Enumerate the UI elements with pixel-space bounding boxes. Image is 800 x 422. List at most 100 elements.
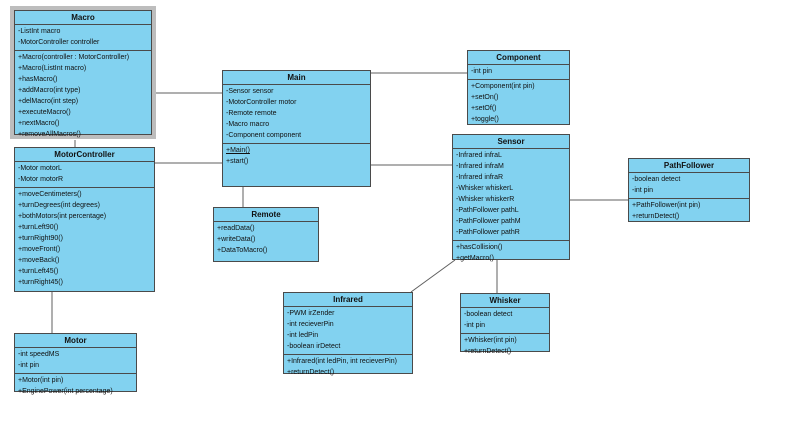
class-member: -int recieverPin [287, 321, 334, 328]
class-member: -int pin [632, 187, 654, 194]
class-member: +hasMacro() [18, 76, 58, 83]
class-member: +nextMacro() [18, 120, 60, 127]
class-methods: +PathFollower(int pin) +returnDetect() [629, 198, 749, 224]
class-methods: +Main() +start() [223, 143, 370, 169]
class-macro[interactable]: Macro -ListInt macro-MotorController con… [14, 10, 152, 138]
class-member: +getMacro() [456, 255, 494, 262]
class-methods: +moveCentimeters() +turnDegrees(int degre… [15, 187, 154, 290]
class-member: +EnginePower(int percentage) [18, 388, 113, 395]
class-member: -Whisker whiskerR [456, 196, 515, 203]
class-member: +moveCentimeters() [18, 191, 82, 198]
connector-sensor-infrared[interactable] [410, 259, 456, 293]
class-member: +turnDegrees(int degrees) [18, 202, 100, 209]
class-member: +PathFollower(int pin) [632, 202, 701, 209]
class-member: +DataToMacro() [217, 247, 268, 254]
class-title: Component [496, 53, 541, 62]
class-remote[interactable]: Remote +readData() +writeData() +DataToMac… [213, 207, 319, 262]
class-attributes: -boolean detect -int pin [461, 307, 549, 333]
class-member: -int ledPin [287, 332, 319, 339]
class-member: -Infrared infraL [456, 152, 502, 159]
class-member: +bothMotors(int percentage) [18, 213, 107, 220]
class-member: -Whisker whiskerL [456, 185, 514, 192]
class-member: +delMacro(int step) [18, 98, 79, 105]
class-title: PathFollower [663, 161, 715, 170]
class-methods: +hasCollision() +getMacro() [453, 240, 569, 266]
class-member: +readData() [217, 225, 255, 232]
class-member: -PathFollower pathR [456, 229, 520, 236]
class-member: +hasCollision() [456, 244, 503, 251]
class-member: +moveBack() [18, 257, 60, 264]
class-member: +Component(int pin) [471, 83, 535, 90]
class-member: +addMacro(int type) [18, 87, 81, 94]
class-member: +Motor(int pin) [18, 377, 64, 384]
class-member: +start() [226, 158, 249, 165]
class-sensor[interactable]: Sensor -Infrared infraL -Infrared infraM -… [452, 134, 570, 262]
class-member: +returnDetect() [464, 348, 512, 355]
class-title: Whisker [489, 296, 521, 305]
class-member: -Infrared infraM [456, 163, 504, 170]
class-methods: +Component(int pin) +setOn() +setOf() +togg… [468, 79, 569, 127]
class-attributes: -int speedMS -int pin [15, 347, 136, 373]
class-methods: +Whisker(int pin) +returnDetect() [461, 333, 549, 359]
class-member: -int pin [471, 68, 493, 75]
class-attributes: -PWM irZender -int recieverPin -int ledPin… [284, 306, 412, 354]
class-member: -PathFollower pathM [456, 218, 521, 225]
class-infrared[interactable]: Infrared -PWM irZender -int recieverPin -i… [283, 292, 413, 376]
class-member: -Infrared infraR [456, 174, 504, 181]
class-member: +turnLeft90() [18, 224, 59, 231]
class-member: +Macro(controller : MotorController) [18, 54, 130, 61]
class-attributes: -int pin [468, 64, 569, 79]
class-member: -boolean irDetect [287, 343, 341, 350]
class-member: +turnLeft45() [18, 268, 59, 275]
class-member: +turnRight45() [18, 279, 63, 286]
class-member: -int speedMS [18, 351, 60, 358]
class-member: -MotorController motor [226, 99, 297, 106]
class-member: +setOf() [471, 105, 497, 112]
class-member: -boolean detect [632, 176, 681, 183]
class-title: Sensor [497, 137, 525, 146]
class-attributes: -boolean detect -int pin [629, 172, 749, 198]
class-motorcontroller[interactable]: MotorController -Motor motorL-Motor moto… [14, 147, 155, 292]
class-title: Remote [251, 210, 281, 219]
class-member: +writeData() [217, 236, 256, 243]
class-attributes: -ListInt macro -MotorController controlle… [15, 24, 151, 50]
class-title: MotorController [54, 150, 115, 159]
class-member: -Macro macro [226, 121, 270, 128]
class-component[interactable]: Component -int pin +Component(int pin) +s… [467, 50, 570, 125]
class-member: +Macro(ListInt macro) [18, 65, 87, 72]
class-title: Motor [64, 336, 87, 345]
class-member: +setOn() [471, 94, 499, 101]
class-member: -Sensor sensor [226, 88, 274, 95]
class-attributes: -Motor motorL-Motor motorR [15, 161, 154, 187]
class-title: Infrared [333, 295, 363, 304]
class-member: -PathFollower pathL [456, 207, 519, 214]
class-member: -MotorController controller [18, 39, 100, 46]
class-member: -Remote remote [226, 110, 277, 117]
class-methods: +Macro(controller : MotorController) +Mac… [15, 50, 151, 142]
class-member: -boolean detect [464, 311, 513, 318]
class-title: Main [287, 73, 306, 82]
class-member: -ListInt macro [18, 28, 61, 35]
class-motor[interactable]: Motor -int speedMS -int pin +Motor(int pi… [14, 333, 137, 395]
class-member: -int pin [464, 322, 486, 329]
class-member: -Motor motorL [18, 165, 62, 172]
class-member: +moveFront() [18, 246, 61, 253]
class-member: -PWM irZender [287, 310, 335, 317]
class-member: +executeMacro() [18, 109, 71, 116]
class-member: +Whisker(int pin) [464, 337, 517, 344]
class-whisker[interactable]: Whisker -boolean detect -int pin +Whisker… [460, 293, 550, 355]
class-methods: +Infrared(int ledPin, int recieverPin)+r… [284, 354, 412, 380]
class-member: +turnRight90() [18, 235, 63, 242]
class-member: +Infrared(int ledPin, int recieverPin) [287, 358, 397, 365]
class-methods: +Motor(int pin) +EnginePower(int percenta… [15, 373, 136, 399]
class-attributes: -Sensor sensor -MotorController motor -Rem… [223, 84, 370, 143]
class-main[interactable]: Main -Sensor sensor -MotorController moto… [222, 70, 371, 187]
class-member: +Main() [226, 147, 250, 154]
class-member: +removeAllMacros() [18, 131, 81, 138]
class-pathfollower[interactable]: PathFollower -boolean detect -int pin +Pa… [628, 158, 750, 222]
class-member: -int pin [18, 362, 40, 369]
class-member: +toggle() [471, 116, 499, 123]
class-member: +returnDetect() [632, 213, 680, 220]
